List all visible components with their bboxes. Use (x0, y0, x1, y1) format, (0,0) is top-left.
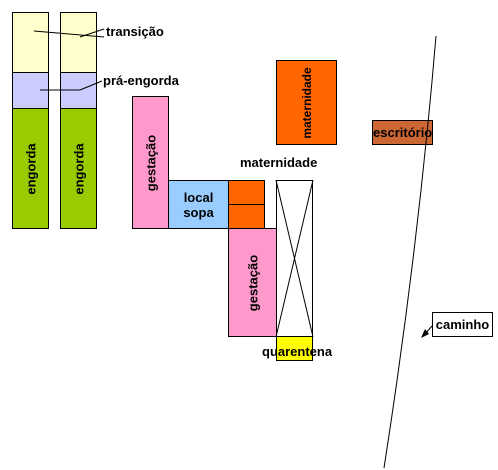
local-sopa: local sopa (168, 180, 229, 229)
maternidade-small-bottom (228, 204, 265, 229)
pen-transicao-left (12, 12, 49, 73)
escritorio: escritório (372, 120, 433, 145)
cross-line-b (275, 179, 314, 338)
caminho-path (383, 35, 437, 469)
transicao-pointer (33, 30, 105, 38)
caminho-arrowhead (421, 329, 429, 338)
pen-gestacao-upper: gestação (132, 96, 169, 229)
quarentena (276, 336, 313, 361)
pen-transicao-right (60, 12, 97, 73)
quarentena-label: quarentena (262, 344, 333, 359)
local-sopa-label: local sopa (183, 190, 214, 220)
maternidade-building: maternidade (276, 60, 337, 145)
caminho-box: caminho (432, 312, 493, 337)
caminho-label: caminho (435, 317, 490, 332)
transicao-pointer-tail (79, 28, 105, 38)
pen-gestacao-lower: gestação (228, 228, 277, 337)
maternidade-label: maternidade (240, 155, 318, 170)
escritorio-label: escritório (373, 125, 433, 140)
pra-engorda-pointer-tail (79, 80, 103, 91)
maternidade-small-top (228, 180, 265, 205)
pen-engorda-right: engorda (60, 108, 97, 229)
transicao-label: transição (106, 24, 164, 39)
pen-engorda-left: engorda (12, 108, 49, 229)
pra-engorda-label: prá-engorda (103, 73, 179, 88)
